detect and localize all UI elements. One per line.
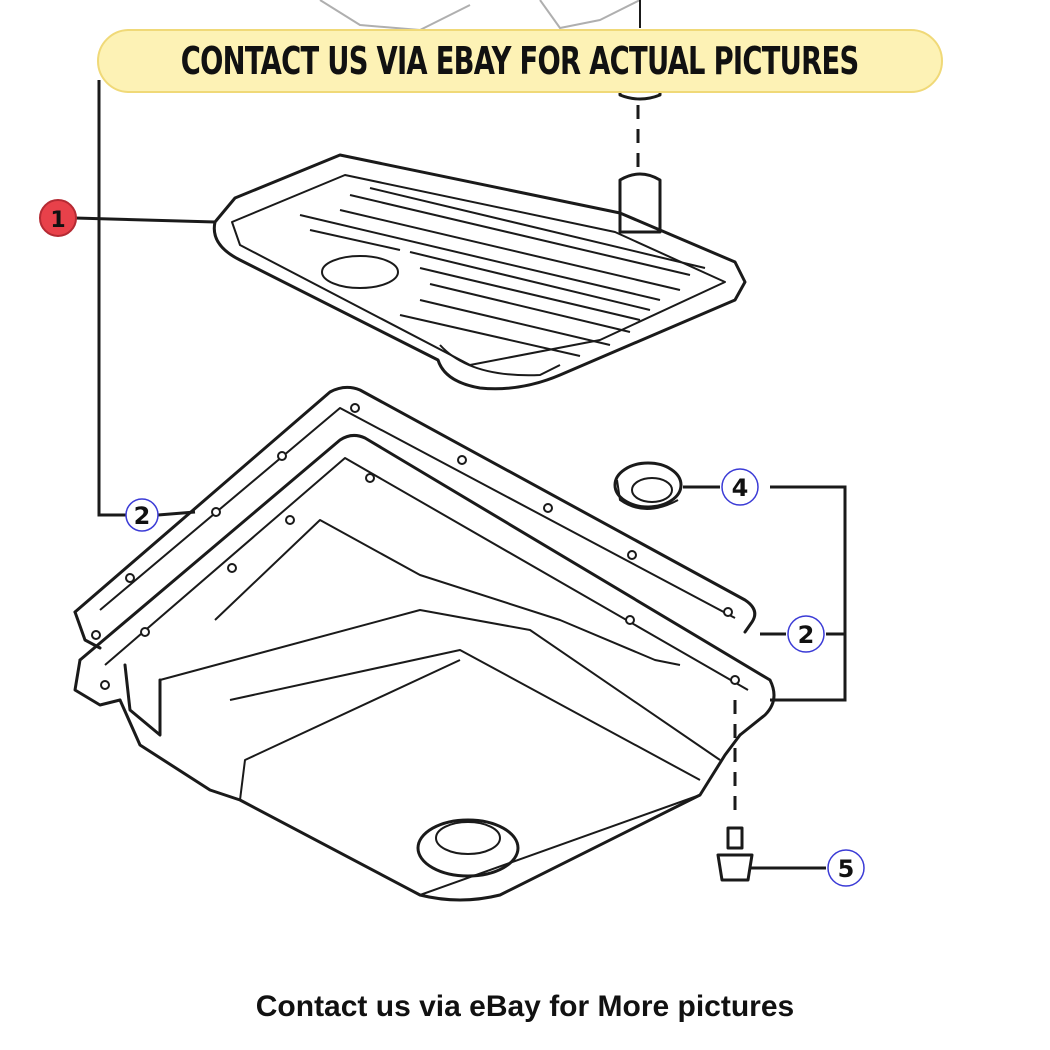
pan-bolt <box>716 700 754 882</box>
drain-plug-seal <box>613 461 683 510</box>
callout-2-right-label: 2 <box>798 621 815 649</box>
callout-4-label: 4 <box>732 474 749 502</box>
transmission-oil-pan <box>73 385 776 902</box>
callout-2-left: 2 <box>125 498 159 532</box>
transmission-filter <box>212 153 747 391</box>
callout-2-right: 2 <box>787 615 825 653</box>
banner-text: CONTACT US VIA EBAY FOR ACTUAL PICTURES <box>181 39 859 83</box>
filter-ribs <box>299 187 706 357</box>
leader-lines <box>74 80 847 870</box>
callout-5: 5 <box>827 849 865 887</box>
callout-5-label: 5 <box>838 855 855 883</box>
callout-4: 4 <box>721 468 759 506</box>
callout-1-label: 1 <box>50 208 65 233</box>
callout-1: 1 <box>39 199 77 237</box>
cropped-part-top <box>319 0 641 31</box>
callout-2-left-label: 2 <box>134 502 151 530</box>
contact-banner: CONTACT US VIA EBAY FOR ACTUAL PICTURES <box>97 29 943 93</box>
footer-text: Contact us via eBay for More pictures <box>255 990 795 1023</box>
